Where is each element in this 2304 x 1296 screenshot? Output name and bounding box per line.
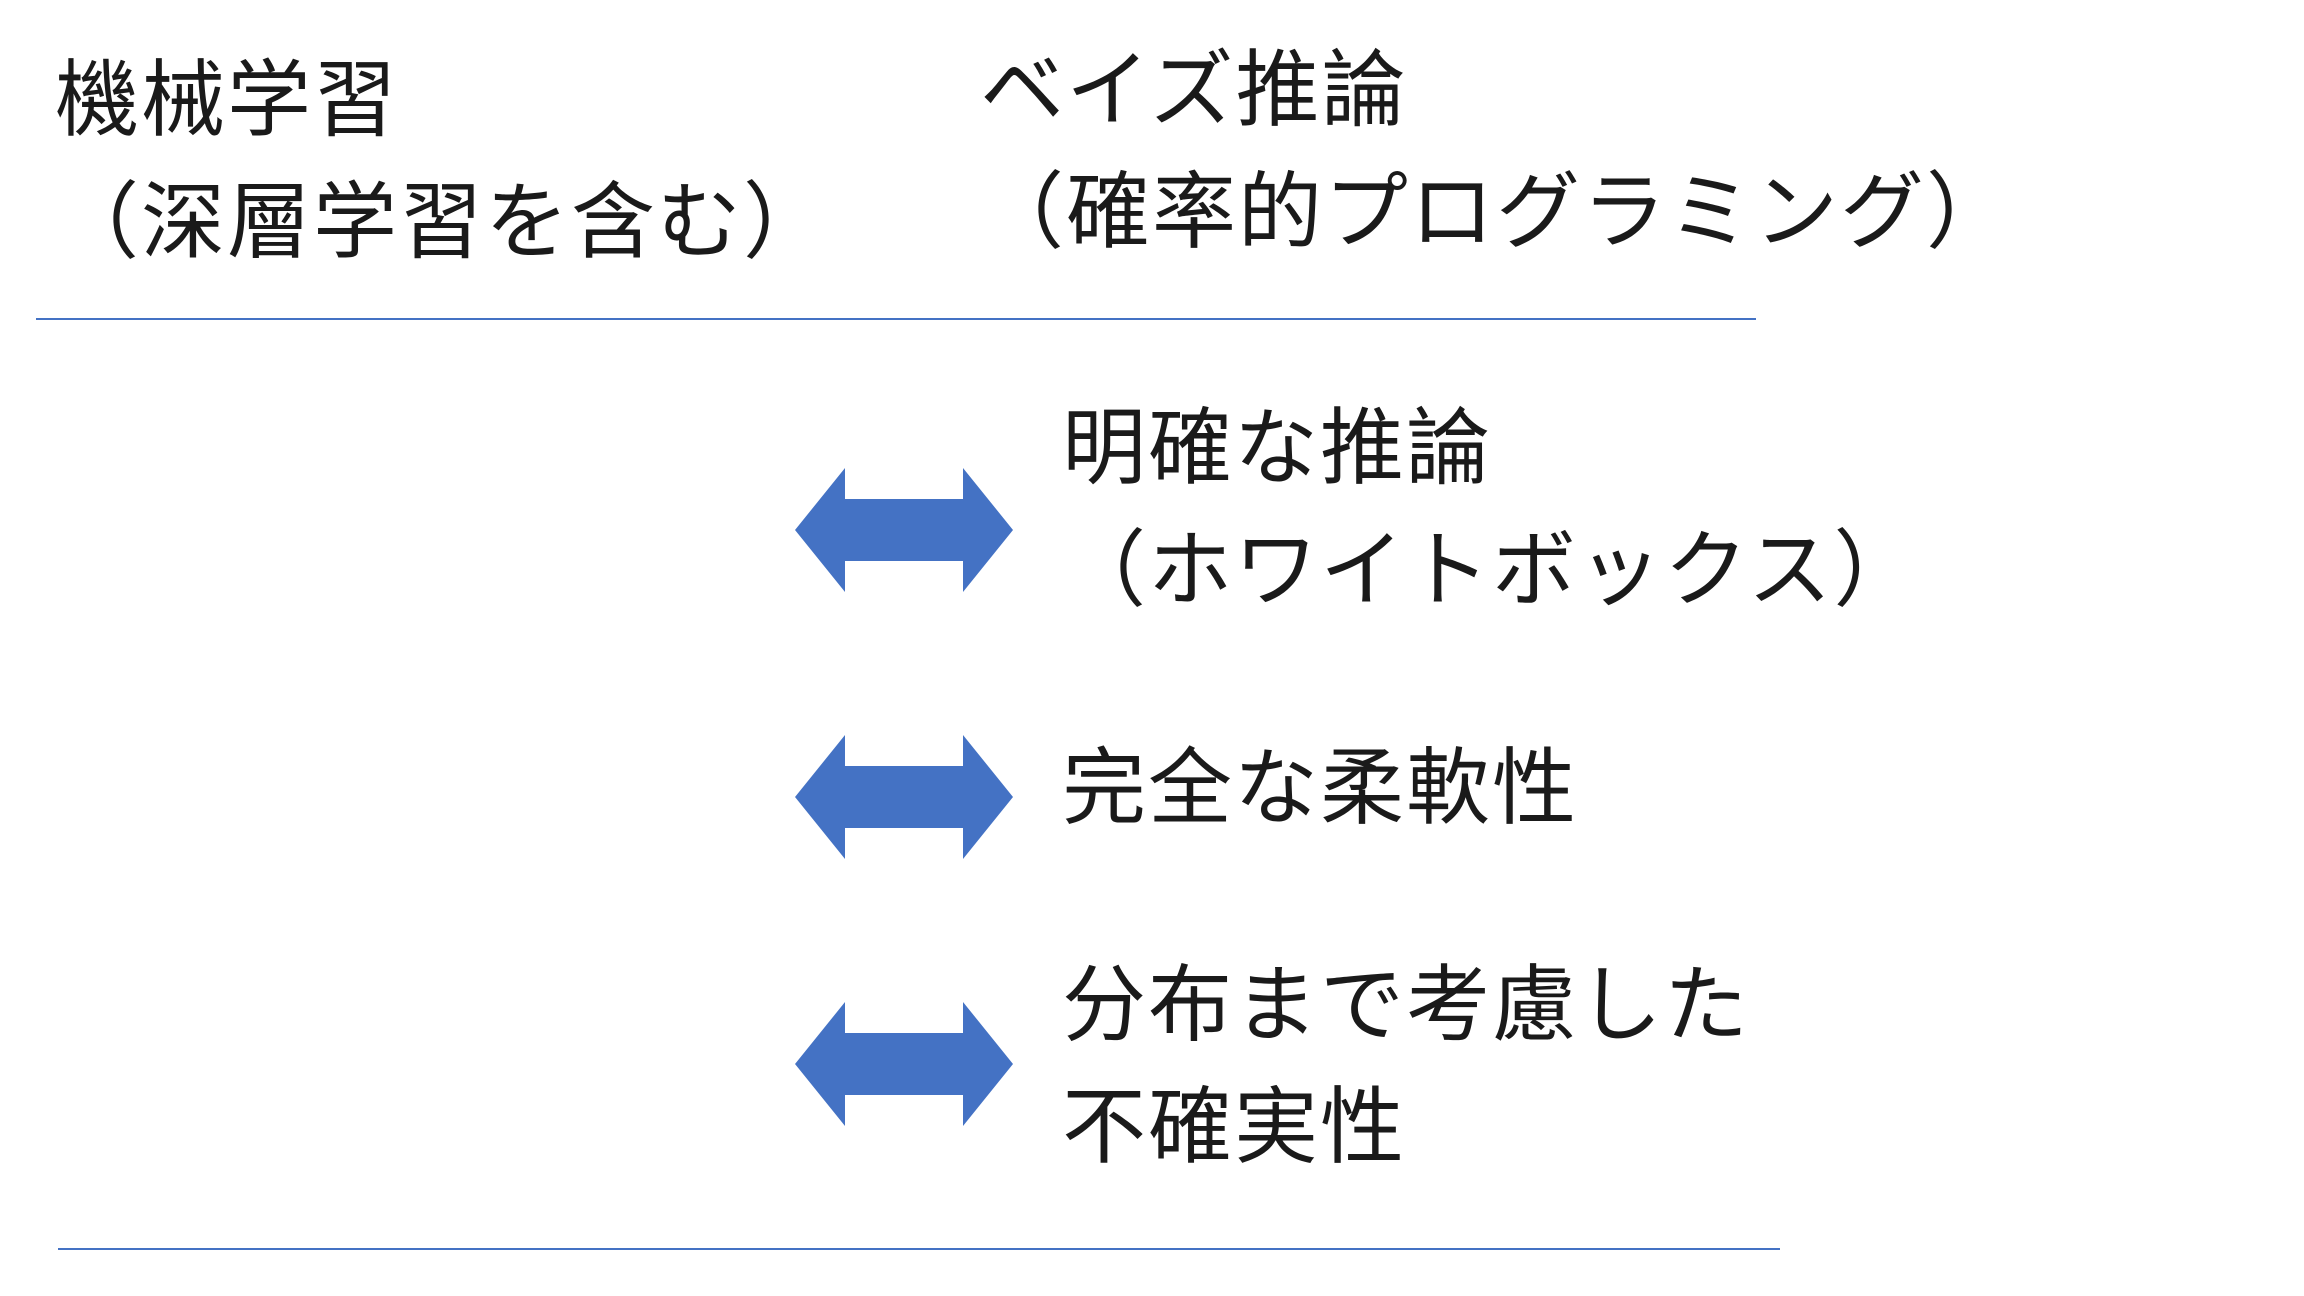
comparison-item-full-flexibility: 完全な柔軟性 <box>1062 728 1578 850</box>
comparison-item-uncertainty: 分布まで考慮した 不確実性 <box>1062 945 1750 1189</box>
comparison-item-explicit-inference: 明確な推論 （ホワイトボックス） <box>1062 388 1919 632</box>
double-arrow-icon <box>795 468 1013 592</box>
comparison-item-sublabel: （ホワイトボックス） <box>1062 520 1920 619</box>
comparison-item-label: 完全な柔軟性 <box>1062 739 1579 837</box>
double-arrow-shape <box>795 1002 1013 1126</box>
top-divider <box>36 318 1756 320</box>
machine-learning-subtitle: （深層学習を含む） <box>55 172 830 271</box>
double-arrow-shape <box>795 735 1013 859</box>
bayesian-inference-heading: ベイズ推論 （確率的プログラミング） <box>980 30 2012 274</box>
double-arrow-icon <box>795 1002 1013 1126</box>
machine-learning-title: 機械学習 <box>55 51 400 149</box>
double-arrow-icon <box>795 735 1013 859</box>
machine-learning-heading: 機械学習 （深層学習を含む） <box>55 40 829 284</box>
comparison-item-label: 分布まで考慮した <box>1062 956 1751 1054</box>
comparison-item-label: 明確な推論 <box>1062 399 1493 497</box>
bayesian-inference-title: ベイズ推論 <box>980 41 1408 139</box>
comparison-item-sublabel: 不確実性 <box>1062 1077 1407 1176</box>
double-arrow-shape <box>795 468 1013 592</box>
bottom-divider <box>58 1248 1780 1250</box>
bayesian-inference-subtitle: （確率的プログラミング） <box>980 162 2013 261</box>
